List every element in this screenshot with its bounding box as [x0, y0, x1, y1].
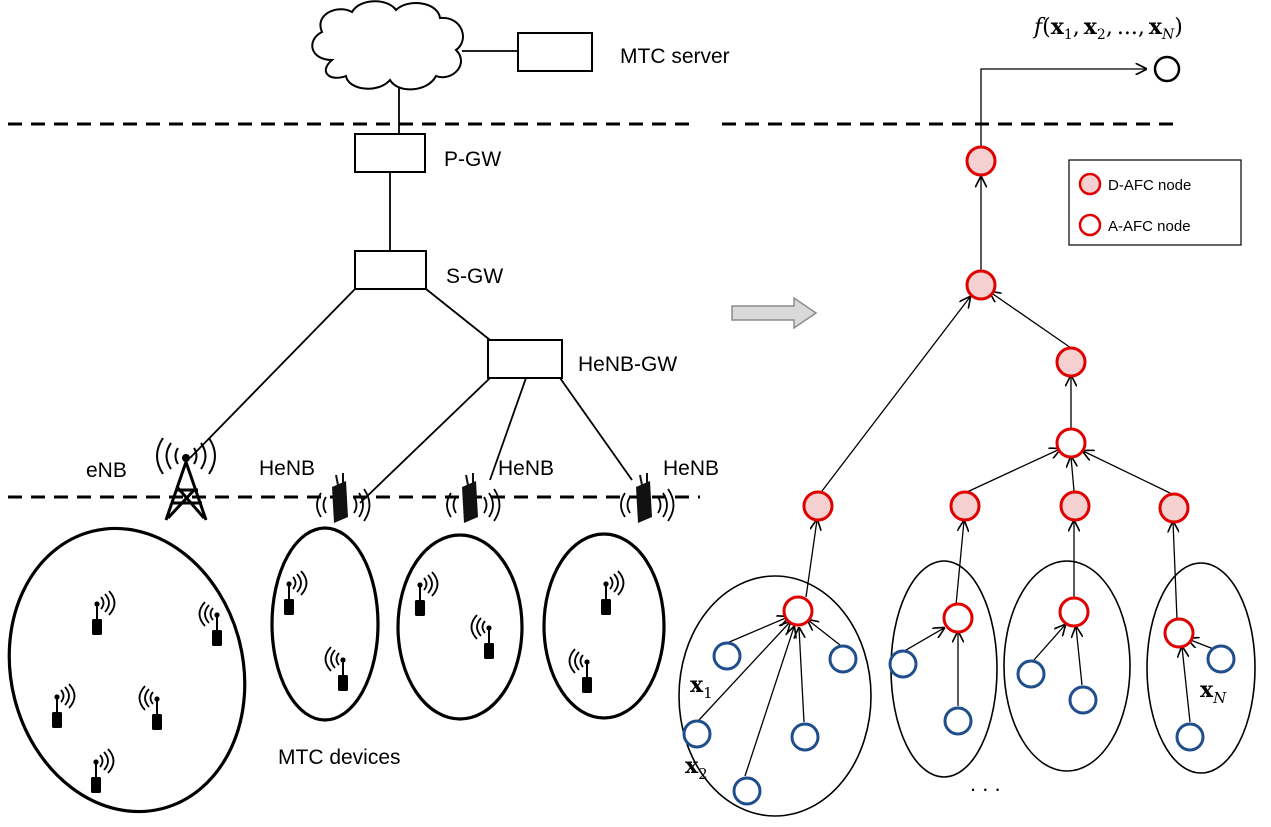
- henb-label-2: HeNB: [498, 457, 554, 480]
- henb-label-3: HeNB: [663, 457, 719, 480]
- device-leaf: [943, 706, 973, 736]
- d-afc-node: [1059, 490, 1091, 522]
- fn-x1: x: [1051, 14, 1065, 40]
- fn-x2-sub: 2: [1097, 27, 1106, 43]
- mtc-server-box: [517, 32, 593, 72]
- fn-xN-sub: N: [1161, 27, 1175, 43]
- mtc-device-icon: [470, 614, 495, 660]
- device-leaf: [1175, 722, 1205, 752]
- mtc-device-icon: [90, 748, 115, 794]
- a-afc-node: [1058, 596, 1090, 628]
- d-afc-node: [1158, 492, 1190, 524]
- device-leaf: [1068, 685, 1098, 715]
- fn-x2: x: [1084, 14, 1098, 40]
- fn-comma-2: ,: [1106, 15, 1113, 40]
- a-afc-node: [942, 602, 974, 634]
- device-leaf: [682, 719, 712, 749]
- device-leaf: [732, 776, 762, 806]
- mtc-device-icon: [283, 570, 308, 616]
- sgw-box: [354, 250, 427, 290]
- mtc-device-icon: [324, 646, 349, 692]
- henb-label-1: HeNB: [259, 457, 315, 480]
- device-leaf: [828, 644, 858, 674]
- device-leaf: [1206, 644, 1236, 674]
- henb-icon-2: [446, 472, 501, 524]
- mtc-device-icon: [198, 601, 223, 647]
- a-afc-node: [1055, 427, 1087, 459]
- device-cells-left: [7, 526, 666, 814]
- output-function-label: f(x1,x2,...,xN): [1032, 14, 1183, 43]
- enb-tower-icon: [156, 437, 216, 521]
- cluster-ellipsis: . . .: [970, 771, 1001, 796]
- device-leaf: [888, 649, 918, 679]
- afc-clusters: [678, 560, 1256, 817]
- transform-arrow-icon: [731, 296, 818, 330]
- pgw-label: P-GW: [444, 148, 501, 171]
- d-afc-node: [965, 269, 997, 301]
- mtc-device-icon: [138, 685, 163, 731]
- mtc-device-icon: [91, 590, 116, 636]
- a-afc-node: [1163, 617, 1195, 649]
- sgw-label: S-GW: [446, 265, 503, 288]
- output-node: [1153, 55, 1181, 83]
- d-afc-node: [949, 490, 981, 522]
- device-leaf: [712, 641, 742, 671]
- device-leaf: [1016, 659, 1046, 689]
- device-leaves: [682, 641, 1236, 806]
- fn-comma-3: ,: [1138, 15, 1145, 40]
- legend-d-afc-label: D-AFC node: [1108, 177, 1191, 194]
- henb-icon-3: [620, 472, 675, 524]
- fn-x1-sub: 1: [1064, 27, 1073, 43]
- legend-a-afc-swatch: [1078, 213, 1102, 237]
- afc-tree-edges: [698, 69, 1217, 777]
- d-afc-node: [1055, 346, 1087, 378]
- leaf-label-x2: x2: [685, 753, 708, 783]
- henb-icon-1: [316, 472, 371, 524]
- fn-comma-1: ,: [1073, 15, 1080, 40]
- d-afc-nodes: [802, 145, 1190, 524]
- a-afc-nodes: [782, 427, 1195, 649]
- mtc-server-label: MTC server: [620, 45, 730, 68]
- legend-d-afc-swatch: [1078, 172, 1102, 196]
- mtc-device-icon: [600, 570, 625, 616]
- d-afc-node: [802, 490, 834, 522]
- henb-gw-label: HeNB-GW: [578, 353, 677, 376]
- henb-gw-box: [487, 339, 563, 379]
- enb-label: eNB: [86, 459, 127, 482]
- fn-open: (: [1042, 15, 1051, 40]
- legend-a-afc-label: A-AFC node: [1108, 218, 1191, 235]
- mtc-device-icon: [414, 571, 439, 617]
- leaf-label-xN: xN: [1200, 677, 1227, 707]
- pgw-box: [354, 133, 426, 173]
- afc-legend: D-AFC node A-AFC node: [1068, 159, 1242, 246]
- mtc-device-icon: [51, 683, 76, 729]
- leaf-label-x1: x1: [690, 672, 713, 702]
- device-leaf: [790, 722, 820, 752]
- cloud-icon: [311, 0, 464, 91]
- fn-close: ): [1174, 15, 1183, 40]
- fn-xN: x: [1149, 14, 1163, 40]
- fn-dots: ...: [1117, 15, 1138, 40]
- links-left: [189, 50, 633, 504]
- mtc-devices-label: MTC devices: [278, 746, 401, 769]
- d-afc-node: [965, 145, 997, 177]
- mtc-device-icon: [568, 648, 593, 694]
- a-afc-node: [782, 595, 814, 627]
- domain-separators-left: [8, 122, 700, 499]
